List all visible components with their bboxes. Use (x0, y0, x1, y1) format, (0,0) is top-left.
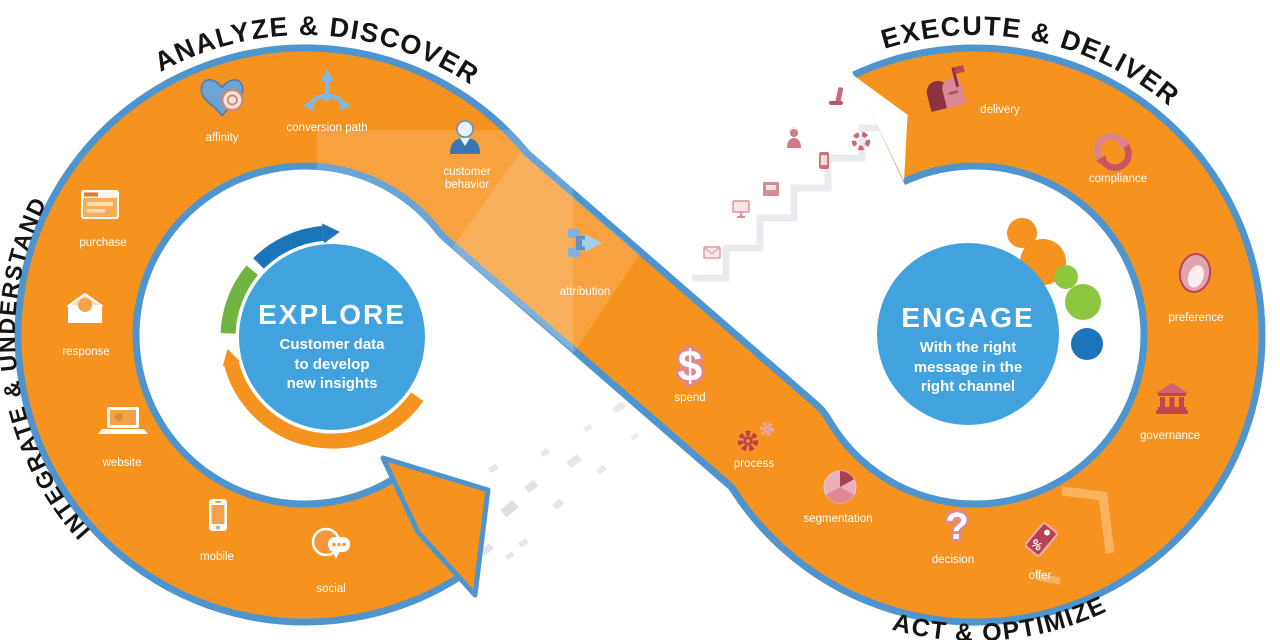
explore-hub-text: EXPLORE Customer data to develop new ins… (246, 299, 418, 394)
svg-text:?: ? (945, 506, 968, 548)
channel-staircase (692, 124, 886, 282)
mobile-icon (209, 499, 227, 531)
website-icon (98, 407, 148, 434)
label-conversion-path: conversion path (286, 122, 368, 134)
label-mobile: mobile (200, 551, 234, 563)
label-attribution: attribution (559, 286, 611, 298)
label-compliance: compliance (1088, 173, 1148, 185)
response-icon (67, 293, 103, 323)
social-icon (311, 527, 350, 559)
lifebuoy-channel-icon (851, 131, 871, 151)
explore-subtitle: Customer data to develop new insights (279, 336, 385, 392)
band-tail-notch (853, 75, 908, 181)
channel-mini-icons (703, 87, 871, 259)
label-customer-behavior: customer behavior (443, 166, 491, 192)
phone-channel-icon (819, 152, 829, 169)
governance-icon (1156, 383, 1188, 414)
explore-hub-circle (239, 244, 425, 430)
label-decision: decision (931, 554, 975, 566)
label-purchase: purchase (79, 237, 127, 249)
label-segmentation: segmentation (803, 513, 873, 525)
kiosk-channel-icon (732, 200, 750, 218)
purchase-icon (81, 190, 119, 219)
label-process: process (733, 458, 775, 470)
register-channel-icon (763, 182, 779, 196)
band-arrowhead (380, 455, 491, 598)
compliance-icon (1094, 133, 1132, 171)
chair-channel-icon (829, 87, 844, 105)
label-offer: offer (1028, 570, 1052, 582)
engage-subtitle: With the right message in the right chan… (913, 339, 1023, 395)
loop-band (21, 51, 1259, 619)
process-icon (737, 422, 774, 452)
agent-channel-icon (787, 126, 801, 148)
label-spend: spend (674, 392, 706, 404)
preference-icon (1178, 253, 1212, 293)
decision-icon: ? ? (943, 503, 972, 551)
label-preference: preference (1168, 312, 1224, 324)
segmentation-icon (823, 470, 857, 504)
attribution-icon (568, 229, 602, 257)
customer-behavior-icon (450, 120, 480, 154)
engage-title: ENGAGE (901, 302, 1035, 333)
label-affinity: affinity (205, 132, 239, 144)
explore-cycle-arrows (220, 223, 424, 449)
engage-hub-circle (877, 243, 1059, 425)
label-social: social (316, 583, 346, 595)
heart-affinity-icon (200, 79, 244, 117)
engage-hub-text: ENGAGE With the right message in the rig… (882, 302, 1054, 397)
svg-text:$: $ (678, 342, 702, 391)
spend-icon: $ $ (675, 339, 705, 394)
explore-title: EXPLORE (258, 299, 406, 330)
conversion-path-icon (303, 69, 351, 111)
svg-text:$: $ (678, 342, 702, 391)
svg-text:?: ? (945, 506, 968, 548)
label-response: response (62, 346, 110, 358)
band-highlight-panels (317, 130, 1115, 585)
label-governance: governance (1139, 430, 1201, 442)
mail-channel-icon (703, 246, 721, 259)
label-website: website (102, 457, 142, 469)
offer-icon: % (1024, 522, 1058, 557)
label-delivery: delivery (980, 104, 1020, 116)
delivery-icon (926, 64, 967, 112)
